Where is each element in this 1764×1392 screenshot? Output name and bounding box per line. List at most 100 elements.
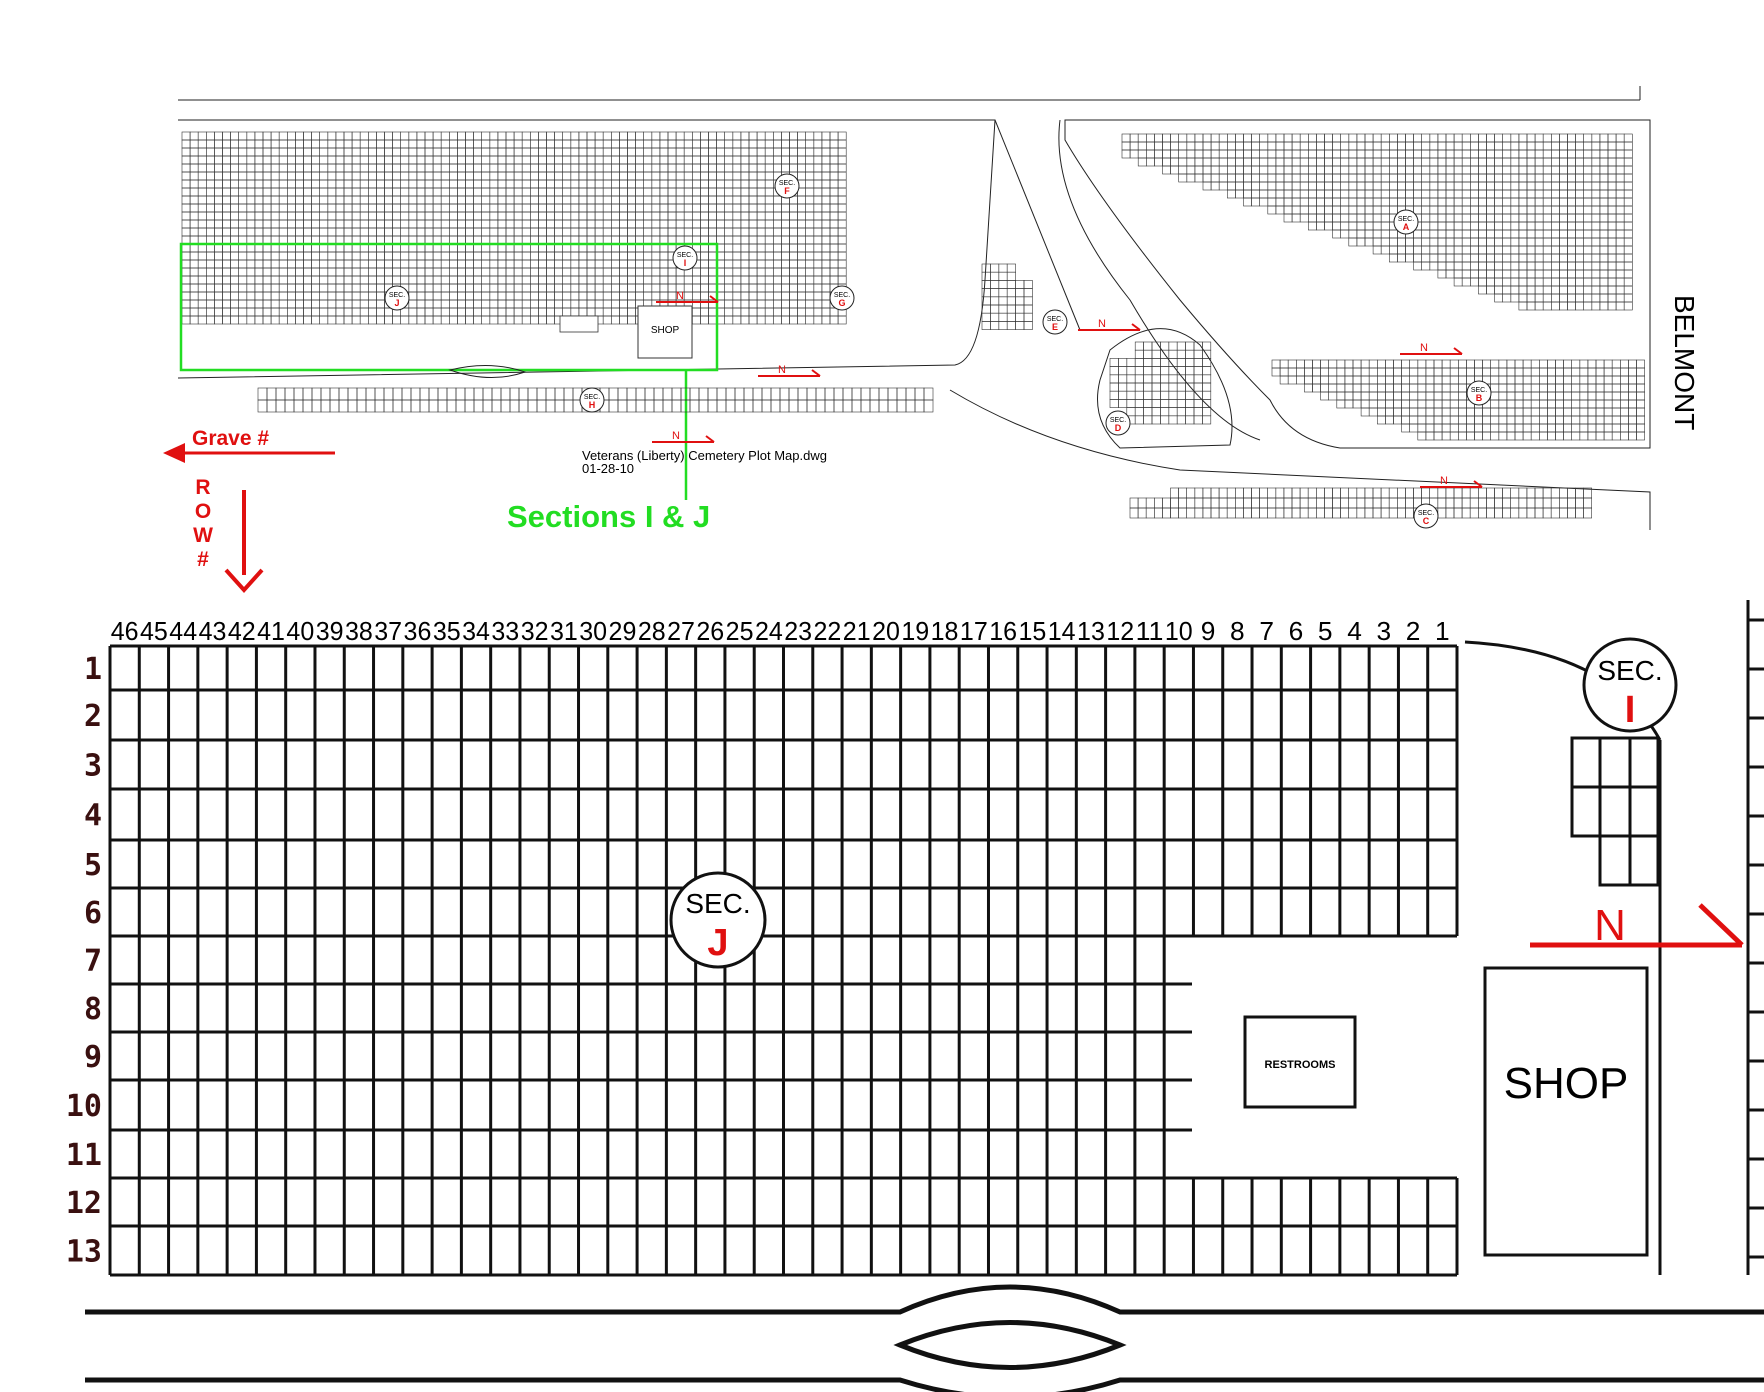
section-f-plot: [643, 283, 653, 293]
section-b-plot: [1441, 415, 1451, 425]
section-b-plot: [1393, 375, 1402, 385]
section-f-plot: [554, 299, 563, 309]
section-f-plot: [311, 155, 321, 165]
section-f-plot: [432, 211, 442, 221]
section-a-plot: [1275, 157, 1285, 167]
section-f-plot: [821, 259, 831, 269]
section-d-plot: [1160, 366, 1170, 376]
section-a-plot: [1348, 133, 1358, 143]
section-f-plot: [805, 203, 815, 213]
section-f-plot: [538, 195, 547, 205]
section-f-plot: [505, 259, 515, 269]
section-a-plot: [1575, 189, 1584, 199]
section-a-plot: [1559, 261, 1568, 271]
section-f-plot: [513, 187, 523, 197]
section-a-plot: [1299, 149, 1309, 159]
section-d-plot: [1151, 366, 1161, 376]
section-c-plot: [1137, 497, 1147, 509]
section-a-plot: [1542, 277, 1552, 287]
section-f-plot: [392, 219, 402, 229]
section-b-plot: [1514, 415, 1524, 425]
section-a-plot: [1429, 173, 1439, 183]
section-d-plot: [1176, 415, 1186, 425]
section-f-plot: [489, 251, 499, 261]
section-b-plot: [1547, 383, 1556, 393]
section-f-plot: [529, 291, 539, 301]
section-f-plot: [440, 267, 450, 277]
section-b-plot: [1328, 391, 1338, 401]
section-f-plot: [594, 251, 604, 261]
section-b-plot: [1344, 399, 1354, 409]
section-b-plot: [1352, 399, 1362, 409]
section-f-plot: [189, 171, 199, 181]
section-f-plot: [295, 187, 304, 197]
section-a-plot: [1461, 221, 1471, 231]
section-f-plot: [295, 219, 304, 229]
section-f-plot: [327, 251, 337, 261]
section-f-plot: [278, 219, 288, 229]
section-a-plot: [1380, 165, 1390, 175]
section-a-plot: [1308, 181, 1317, 191]
section-a-plot: [1478, 133, 1487, 143]
section-a-plot: [1121, 141, 1131, 151]
section-d-plot: [1185, 390, 1195, 400]
section-f-plot: [367, 155, 377, 165]
section-f-plot: [392, 147, 402, 157]
section-b-plot: [1603, 375, 1613, 385]
section-a-plot: [1526, 245, 1536, 255]
section-f-plot: [465, 315, 474, 325]
overview-section-circle: [384, 285, 410, 311]
section-f-plot: [643, 267, 653, 277]
section-b-plot: [1482, 415, 1491, 425]
section-f-plot: [529, 203, 539, 213]
section-f-plot: [505, 139, 515, 149]
section-f-plot: [359, 203, 369, 213]
section-a-plot: [1146, 149, 1155, 159]
section-a-plot: [1397, 181, 1406, 191]
section-f-plot: [700, 219, 709, 229]
section-f-plot: [724, 275, 734, 285]
section-f-plot: [262, 211, 272, 221]
section-f-plot: [748, 195, 758, 205]
map-date: 01-28-10: [582, 461, 634, 476]
section-f-plot: [489, 195, 499, 205]
section-b-plot: [1628, 431, 1637, 441]
section-c-plot: [1194, 507, 1204, 519]
section-a-plot: [1299, 213, 1309, 223]
section-f-plot: [619, 139, 628, 149]
section-a-plot: [1526, 189, 1536, 199]
section-b-plot: [1514, 359, 1524, 369]
section-a-plot: [1478, 157, 1487, 167]
section-f-plot: [230, 179, 240, 189]
section-a-plot: [1615, 229, 1625, 239]
section-f-plot: [748, 139, 758, 149]
section-f-plot: [303, 251, 312, 261]
section-f-plot: [781, 251, 790, 261]
section-f-plot: [270, 139, 280, 149]
section-f-plot: [740, 267, 750, 277]
section-a-plot: [1389, 189, 1398, 199]
section-a-plot: [1259, 197, 1269, 207]
section-f-plot: [610, 275, 620, 285]
section-b-plot: [1506, 407, 1516, 417]
section-f-plot: [627, 299, 636, 309]
section-f-plot: [473, 195, 483, 205]
section-f-plot: [505, 163, 515, 173]
section-f-plot: [813, 315, 823, 325]
section-a-plot: [1340, 133, 1350, 143]
section-f-plot: [481, 227, 491, 237]
section-f-plot: [189, 315, 199, 325]
section-f-plot: [254, 155, 264, 165]
section-a-plot: [1397, 245, 1406, 255]
section-f-plot: [740, 163, 750, 173]
section-f-plot: [651, 155, 661, 165]
section-f-plot: [610, 187, 620, 197]
section-f-plot: [335, 251, 345, 261]
section-a-plot: [1478, 205, 1487, 215]
section-f-plot: [740, 139, 750, 149]
overview-north-arrow-head: [705, 435, 715, 443]
section-f-plot: [303, 283, 312, 293]
section-f-plot: [546, 187, 555, 197]
section-a-plot: [1559, 277, 1568, 287]
section-b-plot: [1514, 375, 1524, 385]
